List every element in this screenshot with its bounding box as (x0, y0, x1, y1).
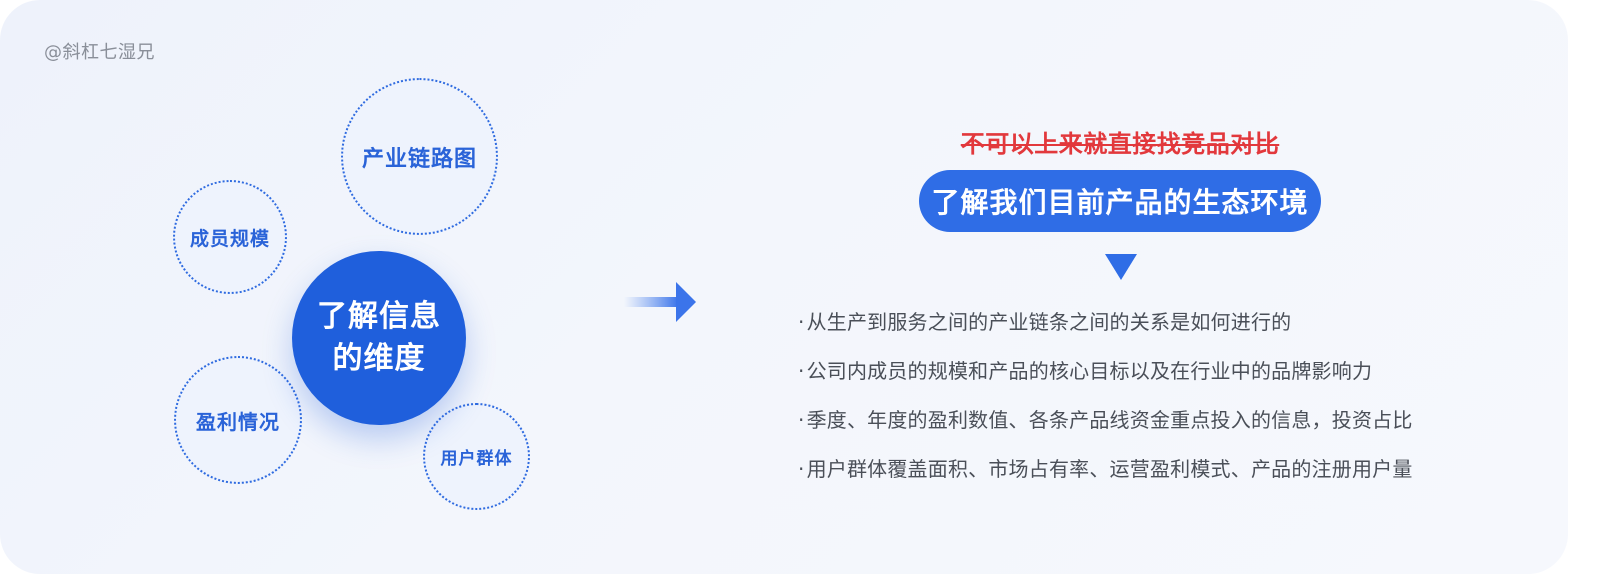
bubble-member-scale: 成员规模 (173, 180, 287, 294)
right-arrow-icon (624, 282, 696, 322)
core-circle: 了解信息的维度 (292, 251, 466, 425)
bubble-label: 用户群体 (440, 449, 513, 469)
struck-warning-text: 不可以上来就直接找竞品对比 (960, 130, 1280, 158)
key-points-list: 从生产到服务之间的产业链条之间的关系是如何进行的 公司内成员的规模和产品的核心目… (798, 305, 1413, 501)
core-label: 了解信息的维度 (317, 299, 441, 376)
down-triangle-icon (1105, 254, 1137, 280)
bubble-label: 盈利情况 (196, 409, 280, 434)
highlight-pill: 了解我们目前产品的生态环境 (919, 170, 1321, 232)
bubble-industry-chain: 产业链路图 (341, 78, 498, 235)
bubble-label: 产业链路图 (361, 146, 477, 172)
watermark: @斜杠七湿兄 (44, 42, 155, 63)
bubble-profit: 盈利情况 (174, 356, 302, 484)
list-item: 从生产到服务之间的产业链条之间的关系是如何进行的 (798, 305, 1413, 354)
list-item: 季度、年度的盈利数值、各条产品线资金重点投入的信息，投资占比 (798, 403, 1413, 452)
list-item: 公司内成员的规模和产品的核心目标以及在行业中的品牌影响力 (798, 354, 1413, 403)
bubble-label: 成员规模 (189, 227, 270, 250)
diagram-card: @斜杠七湿兄 产业链路图 成员规模 盈利情况 用户群体 了解信息的维度 不可以上… (0, 0, 1568, 574)
list-item: 用户群体覆盖面积、市场占有率、运营盈利模式、产品的注册用户量 (798, 452, 1413, 501)
bubble-user-group: 用户群体 (423, 403, 530, 510)
